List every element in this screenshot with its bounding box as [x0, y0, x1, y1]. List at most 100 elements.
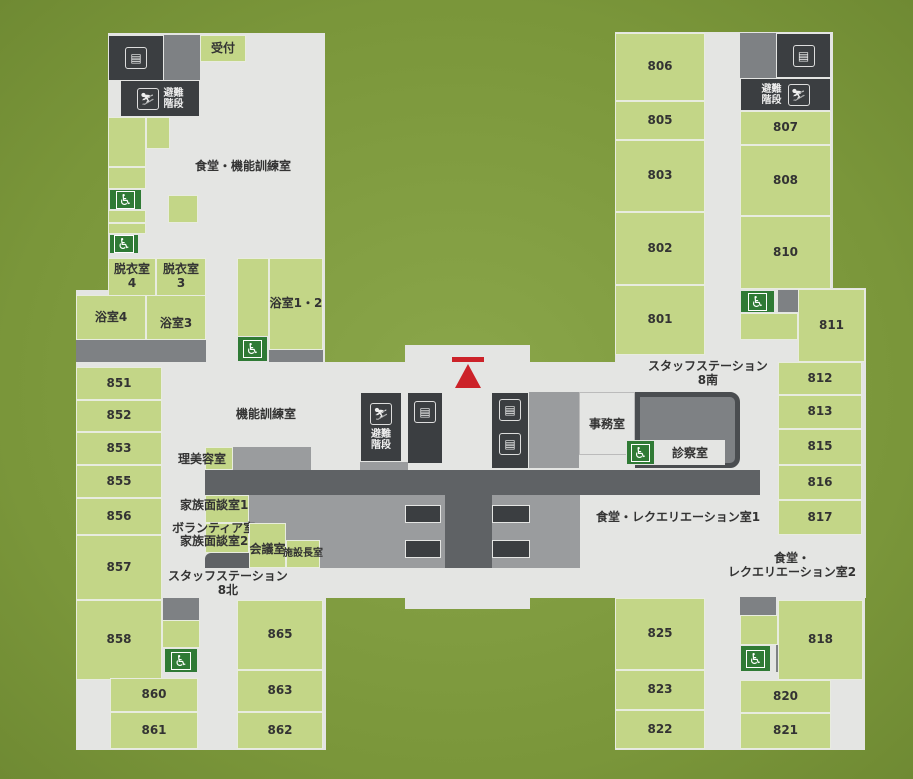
- room-856[interactable]: 856: [76, 498, 162, 535]
- accessible-toilet-icon: ♿: [740, 290, 775, 313]
- evacuation-stairs-icon: ⛷: [787, 83, 810, 106]
- room-clinic[interactable]: 診察室: [655, 440, 725, 465]
- room-bath-3[interactable]: 浴室3: [146, 295, 206, 340]
- room-label: 診察室: [671, 446, 708, 460]
- room-805[interactable]: 805: [615, 101, 705, 140]
- label-family-2: 家族面談室2: [180, 534, 249, 548]
- room-number: 810: [772, 244, 799, 259]
- room-barber[interactable]: [205, 447, 233, 470]
- room-862[interactable]: 862: [237, 712, 323, 749]
- room-823[interactable]: 823: [615, 670, 705, 710]
- room-cell: [740, 615, 778, 645]
- evacuation-stairs-icon: ⛷: [370, 403, 392, 425]
- room-811[interactable]: 811: [798, 289, 865, 362]
- room-851[interactable]: 851: [76, 367, 162, 400]
- room-bath-1-2[interactable]: 浴室1・2: [269, 258, 323, 350]
- room-changing-3[interactable]: 脱衣室 3: [156, 258, 206, 296]
- room-801[interactable]: 801: [615, 285, 705, 355]
- room-817[interactable]: 817: [778, 500, 862, 535]
- room-cell: [146, 117, 170, 149]
- room-822[interactable]: 822: [615, 710, 705, 749]
- room-855[interactable]: 855: [76, 465, 162, 498]
- room-816[interactable]: 816: [778, 465, 862, 500]
- utility-space: [778, 290, 798, 312]
- current-location-marker: [455, 364, 481, 388]
- elevator-icon: ▤: [125, 47, 147, 69]
- service-core: [445, 470, 492, 568]
- room-825[interactable]: 825: [615, 598, 705, 670]
- room-number: 857: [106, 559, 132, 574]
- room-865[interactable]: 865: [237, 600, 323, 670]
- room-number: 812: [807, 370, 833, 385]
- room-number: 851: [106, 375, 132, 390]
- marker-bar: [452, 357, 484, 362]
- room-number: 822: [647, 721, 673, 736]
- room-number: 806: [647, 59, 673, 74]
- accessible-toilet-icon: ♿: [164, 648, 198, 673]
- room-label: 浴室1・2: [269, 296, 323, 311]
- room-number: 825: [647, 626, 673, 641]
- elevator-icon: ▤: [414, 401, 436, 423]
- room-812[interactable]: 812: [778, 362, 862, 395]
- room-changing-4[interactable]: 脱衣室 4: [108, 258, 156, 296]
- room-860[interactable]: 860: [110, 678, 198, 712]
- room-family-1[interactable]: [205, 495, 249, 523]
- room-number: 817: [807, 509, 833, 524]
- room-bath-4[interactable]: 浴室4: [76, 295, 146, 340]
- utility-space: [740, 597, 776, 615]
- room-number: 803: [647, 168, 673, 183]
- label-barber: 理美容室: [178, 452, 227, 466]
- room-meeting[interactable]: 会議室: [249, 523, 286, 568]
- utility-space: [76, 340, 206, 362]
- room-808[interactable]: 808: [740, 145, 831, 216]
- room-861[interactable]: 861: [110, 712, 198, 749]
- room-number: 815: [807, 439, 833, 454]
- room-858[interactable]: 858: [76, 600, 162, 680]
- room-803[interactable]: 803: [615, 140, 705, 212]
- room-863[interactable]: 863: [237, 670, 323, 712]
- room-857[interactable]: 857: [76, 535, 162, 600]
- room-cell: [108, 167, 146, 189]
- room-810[interactable]: 810: [740, 216, 831, 289]
- room-family-2[interactable]: [205, 523, 249, 553]
- room-813[interactable]: 813: [778, 395, 862, 429]
- room-815[interactable]: 815: [778, 429, 862, 465]
- room-cell: [168, 195, 198, 223]
- accessible-toilet-icon: ♿: [237, 336, 268, 362]
- room-807[interactable]: 807: [740, 111, 831, 145]
- utility-space: [529, 392, 579, 468]
- room-818[interactable]: 818: [778, 600, 863, 680]
- utility-space: [164, 35, 200, 81]
- room-821[interactable]: 821: [740, 713, 831, 749]
- room-number: 855: [106, 473, 132, 488]
- stairs-label: 避難 階段: [761, 83, 782, 106]
- room-820[interactable]: 820: [740, 680, 831, 713]
- entrance-top: [405, 345, 530, 367]
- room-number: 865: [267, 627, 293, 642]
- room-853[interactable]: 853: [76, 432, 162, 465]
- room-label: 事務室: [588, 417, 625, 431]
- room-852[interactable]: 852: [76, 400, 162, 432]
- room-number: 821: [772, 723, 799, 738]
- room-office[interactable]: 事務室: [579, 392, 635, 455]
- room-number: 816: [807, 474, 833, 489]
- room-number: 820: [772, 688, 799, 703]
- room-806[interactable]: 806: [615, 33, 705, 101]
- room-number: 801: [647, 312, 673, 327]
- label-dining-rec-2: 食堂・ レクエリエーション室2: [728, 551, 857, 579]
- room-director[interactable]: 施設長室: [283, 540, 323, 568]
- label-family-1: 家族面談室1: [180, 498, 249, 512]
- elevator: ▤: [776, 33, 831, 78]
- room-802[interactable]: 802: [615, 212, 705, 285]
- elevator: ▤▤: [491, 392, 529, 469]
- accessible-toilet-icon: ♿: [109, 189, 142, 210]
- room-number: 808: [772, 172, 799, 187]
- room-number: 853: [106, 440, 132, 455]
- room-number: 818: [807, 632, 834, 647]
- room-reception[interactable]: 受付: [200, 35, 246, 62]
- room-cell: [162, 620, 200, 648]
- shaft: [405, 540, 441, 558]
- label-dining-training: 食堂・機能訓練室: [195, 159, 292, 173]
- label-training-room: 機能訓練室: [236, 407, 297, 421]
